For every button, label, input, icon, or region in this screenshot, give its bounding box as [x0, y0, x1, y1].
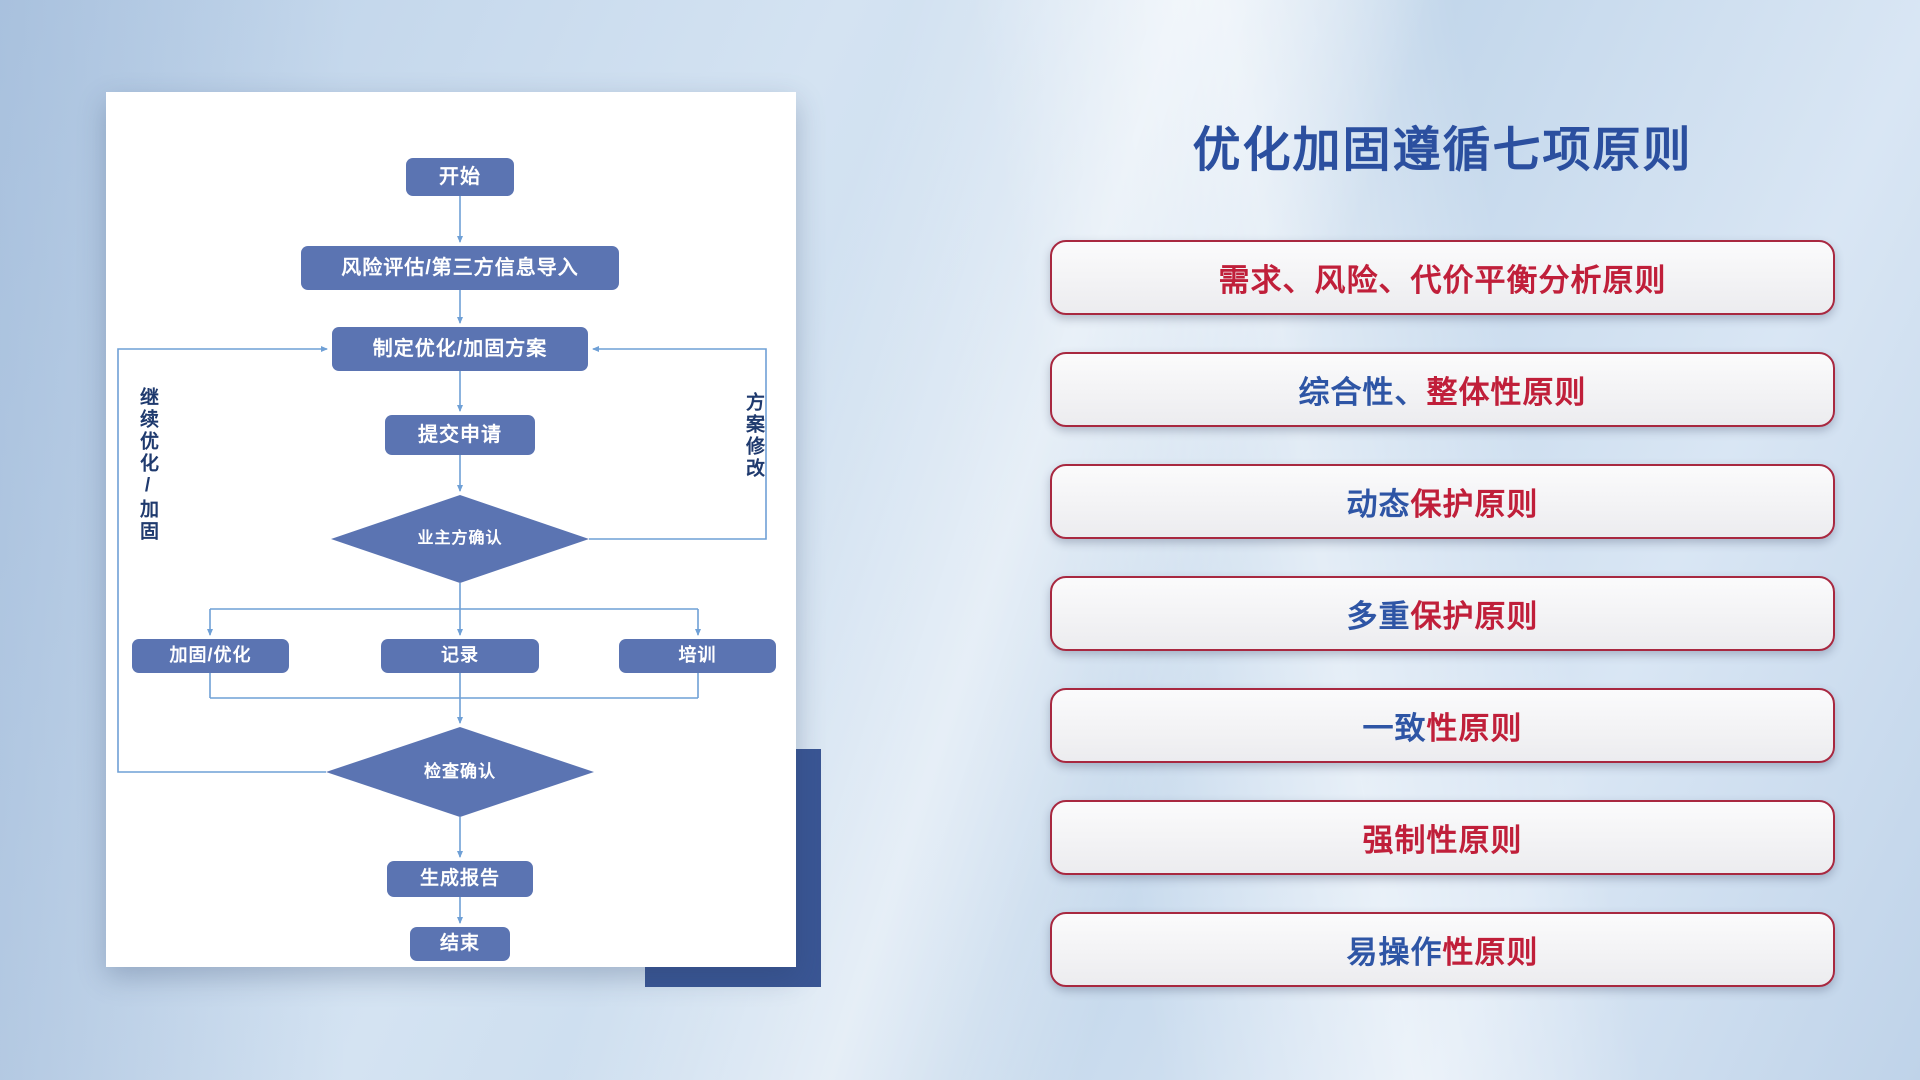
loop-label-plan-revision: 方案修改 [743, 392, 764, 480]
loop-label-continue-optimize: 继续优化/加固 [137, 387, 158, 543]
principle-text-segment: 一致 [1362, 711, 1427, 746]
connector-right-loop-plan-revision [589, 346, 767, 540]
flow-node-training: 培训 [619, 639, 776, 673]
principle-text-segment: 动态 [1346, 487, 1411, 522]
principle-box-1: 需求、风险、代价平衡分析原则 [1050, 240, 1835, 315]
flow-node-end: 结束 [410, 927, 510, 961]
principle-box-6: 强制性原则 [1050, 800, 1835, 875]
principle-text-segment: 整体性原则 [1426, 375, 1587, 410]
flow-node-risk-import: 风险评估/第三方信息导入 [301, 246, 619, 290]
principle-text-segment: 保护原则 [1410, 599, 1539, 634]
flow-node-harden-optimize: 加固/优化 [132, 639, 289, 673]
principle-text-segment: 保护原则 [1410, 487, 1539, 522]
principle-text-segment: 性原则 [1426, 711, 1523, 746]
principle-box-7: 易操作性原则 [1050, 912, 1835, 987]
flow-node-record: 记录 [381, 639, 539, 673]
principle-text-segment: 需求、风险、代价平衡分析原则 [1218, 263, 1667, 298]
flow-node-report: 生成报告 [387, 861, 533, 897]
principle-text-segment: 性原则 [1442, 935, 1539, 970]
principle-text-segment: 强制性原则 [1362, 823, 1523, 858]
principle-text-segment: 易操作 [1346, 935, 1443, 970]
principle-box-4: 多重保护原则 [1050, 576, 1835, 651]
flow-node-owner-confirm: 业主方确认 [331, 495, 589, 583]
flow-node-submit: 提交申请 [385, 415, 535, 455]
flowchart-card: 开始 风险评估/第三方信息导入 制定优化/加固方案 提交申请 业主方确认 加固/… [106, 92, 796, 967]
principle-box-3: 动态保护原则 [1050, 464, 1835, 539]
principle-text-segment: 多重 [1346, 599, 1411, 634]
principle-text-segment: 综合性、 [1298, 375, 1427, 410]
page-title: 优化加固遵循七项原则 [1192, 124, 1693, 177]
principle-box-5: 一致性原则 [1050, 688, 1835, 763]
flow-node-start: 开始 [406, 158, 514, 196]
principle-box-2: 综合性、整体性原则 [1050, 352, 1835, 427]
flow-node-check-confirm: 检查确认 [326, 727, 594, 817]
principles-list: 需求、风险、代价平衡分析原则 综合性、整体性原则 动态保护原则 多重保护原则 一… [1050, 240, 1835, 987]
flow-node-plan: 制定优化/加固方案 [332, 327, 588, 371]
